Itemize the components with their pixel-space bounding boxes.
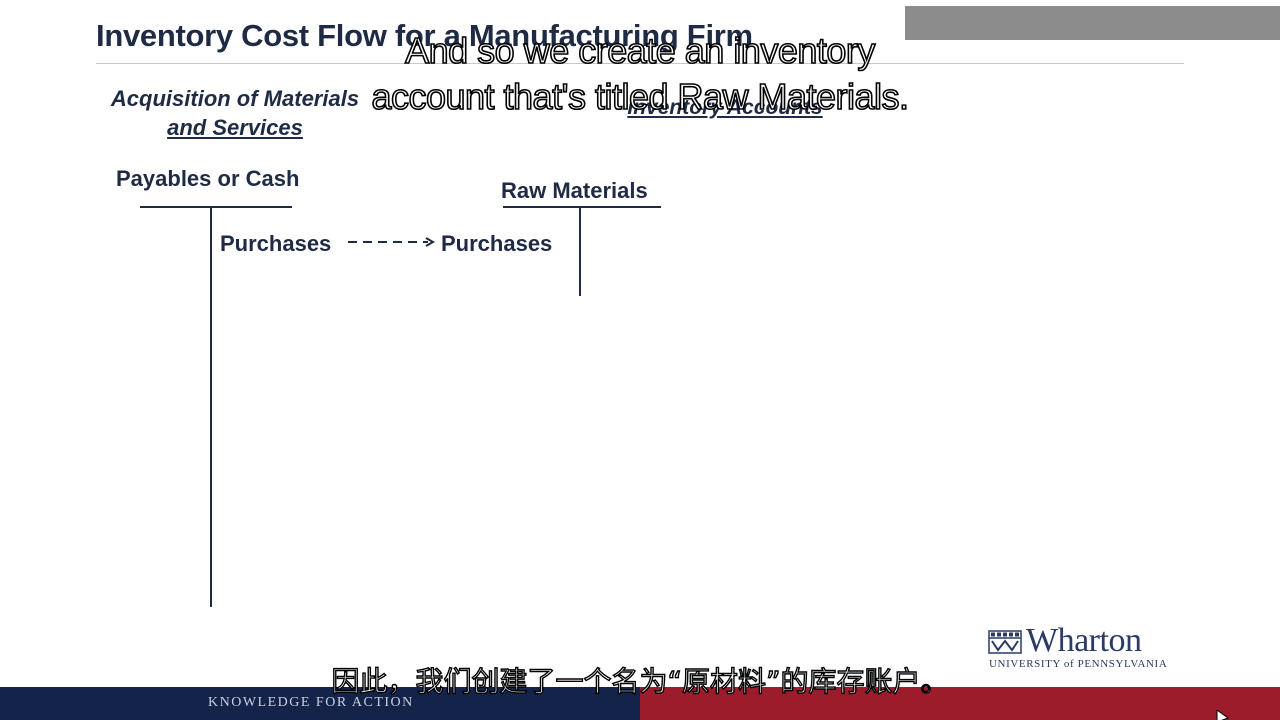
chinese-subtitle: 因此，我们创建了一个名为“原材料”的库存账户。	[331, 664, 949, 698]
inventory-accounts-heading: Inventory Accounts	[627, 96, 823, 119]
acquisition-heading: Acquisition of Materials and Services	[90, 84, 380, 142]
raw-materials-t-stem	[579, 207, 581, 296]
payables-account-label: Payables or Cash	[116, 166, 300, 191]
payables-t-top	[140, 206, 292, 208]
wharton-wordmark: Wharton	[1026, 622, 1142, 659]
footer-navy-band: KNOWLEDGE FOR ACTION	[0, 687, 640, 720]
shield-icon	[988, 630, 1022, 654]
dashed-arrow-icon	[348, 237, 436, 247]
raw-materials-account-label: Raw Materials	[501, 178, 648, 203]
payables-credit-entry: Purchases	[220, 231, 332, 256]
english-subtitle-line-2: account that's titled Raw Materials.	[371, 75, 910, 118]
slide-title: Inventory Cost Flow for a Manufacturing …	[96, 18, 753, 53]
footer-tagline: KNOWLEDGE FOR ACTION	[208, 695, 414, 710]
play-cursor-icon[interactable]	[1216, 710, 1230, 720]
wharton-logo: Wharton UNIVERSITY of PENNSYLVANIA	[988, 622, 1193, 674]
header-gray-box	[905, 6, 1280, 40]
raw-materials-t-top	[503, 206, 661, 208]
payables-t-stem	[210, 207, 212, 607]
footer-red-band	[640, 687, 1280, 720]
title-divider	[96, 63, 1184, 64]
wharton-subtitle: UNIVERSITY of PENNSYLVANIA	[989, 658, 1168, 670]
acquisition-heading-line-1: Acquisition of Materials	[110, 86, 360, 111]
raw-materials-debit-entry: Purchases	[441, 231, 553, 256]
english-subtitle-line-1: And so we create an inventory	[404, 29, 876, 72]
acquisition-heading-line-2: and Services	[167, 115, 303, 140]
english-subtitle: And so we create an inventory account th…	[340, 28, 940, 120]
